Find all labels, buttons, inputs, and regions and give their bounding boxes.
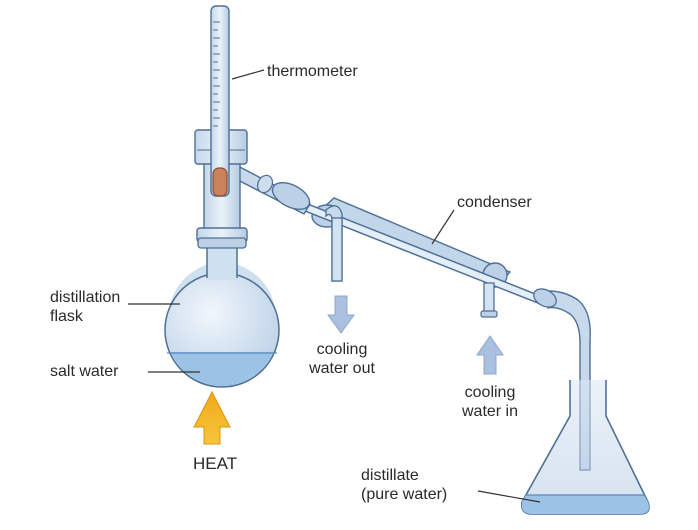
label-cooling-water-in-line-1: cooling [464, 384, 516, 401]
label-distillate-line-1: distillate [361, 467, 419, 484]
conical-flask [520, 380, 650, 515]
conical-flask-body [520, 380, 650, 515]
label-cooling-water-in-line-2: water in [461, 403, 519, 420]
label-cooling-water-in: cooling water in [448, 383, 532, 421]
leader-lines [128, 69, 541, 503]
label-distillation-flask: distillation flask [50, 288, 120, 326]
label-distillation-flask-line-1: distillation [50, 289, 121, 306]
heat-arrow [193, 390, 231, 445]
cooling-water-outlet-tube [325, 205, 343, 282]
label-cooling-water-out-line-1: cooling [316, 341, 368, 358]
conical-flask-liquid [521, 495, 649, 514]
still-head [194, 129, 311, 243]
label-heat: HEAT [193, 454, 238, 473]
cooling-water-inlet-tube [480, 282, 498, 318]
label-condenser: condenser [457, 194, 532, 211]
distillation-flask [164, 237, 280, 388]
label-thermometer: thermometer [267, 63, 358, 80]
cooling-water-in-arrow [476, 335, 504, 375]
label-distillate: distillate (pure water) [361, 466, 447, 504]
label-distillation-flask-line-2: flask [50, 308, 83, 325]
thermometer-leader [231, 69, 265, 80]
flask-liquid [170, 352, 274, 386]
side-arm-joint [271, 181, 311, 211]
label-salt-water: salt water [50, 363, 119, 380]
label-cooling-water-out-line-2: water out [309, 360, 375, 377]
thermometer [210, 5, 230, 197]
cooling-water-out-arrow [327, 295, 355, 334]
label-distillate-line-2: (pure water) [361, 486, 448, 503]
distillate-leader [477, 490, 541, 503]
condenser-leader [431, 209, 455, 245]
thermometer-scale [213, 21, 220, 127]
thermometer-bulb [212, 167, 228, 197]
label-cooling-water-out: cooling water out [300, 340, 384, 378]
